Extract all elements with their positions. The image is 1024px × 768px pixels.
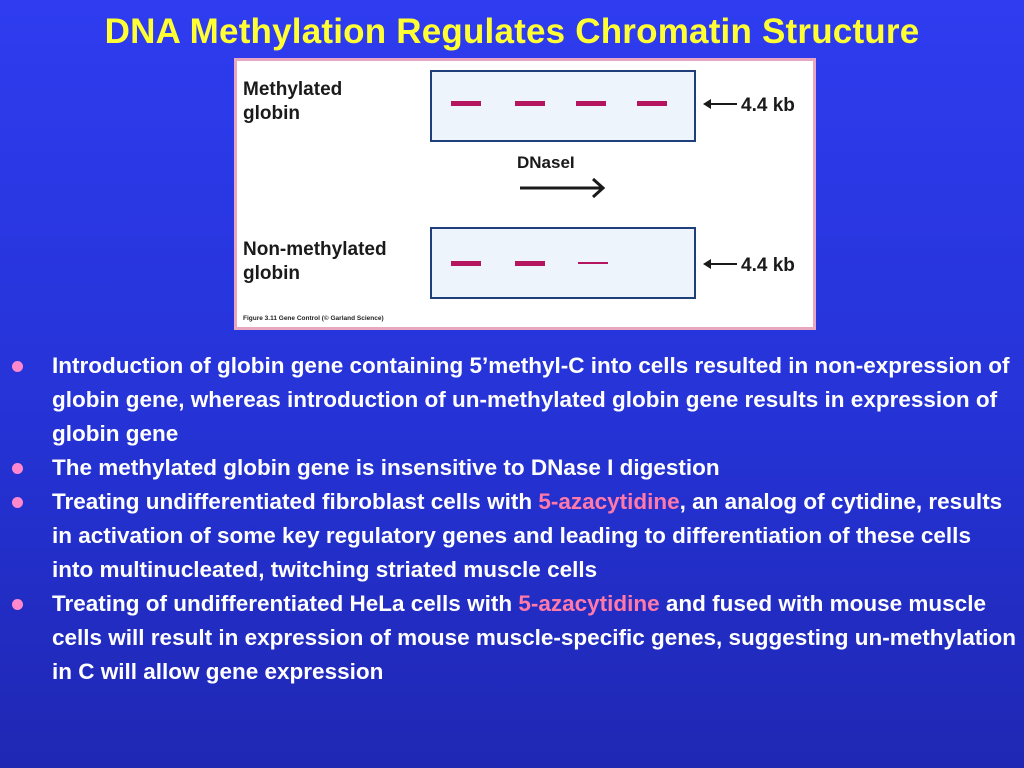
dnase-gel-figure: Methylated globin 4.4 kb DNaseI Non-meth…	[234, 58, 816, 330]
gel-band	[515, 101, 545, 106]
bullet-item: Treating undifferentiated fibroblast cel…	[12, 485, 1016, 587]
gel-band	[451, 101, 481, 106]
bullet-text-before: Treating of undifferentiated HeLa cells …	[52, 591, 519, 616]
bands-nonmethylated	[451, 261, 608, 266]
highlight-term: 5-azacytidine	[518, 591, 660, 616]
bottom-label-line2: globin	[243, 263, 300, 284]
top-label-line1: Methylated	[243, 79, 342, 100]
top-label-line2: globin	[243, 103, 300, 124]
bullet-dot-icon	[12, 497, 23, 508]
bullet-text-after: and fused with mouse muscle cells will r…	[52, 591, 1016, 684]
size-label-bottom: 4.4 kb	[741, 255, 795, 276]
bullet-dot-icon	[12, 463, 23, 474]
bullet-dot-icon	[12, 361, 23, 372]
size-label-top: 4.4 kb	[741, 95, 795, 116]
gel-band	[451, 261, 481, 266]
enzyme-label: DNaseI	[517, 153, 575, 172]
bullet-text-after: , an analog of cytidine, results in acti…	[52, 489, 1003, 582]
gel-band	[576, 101, 606, 106]
gel-band-faint	[578, 262, 608, 264]
left-arrow-icon	[703, 259, 711, 269]
bullet-text-before: Treating undifferentiated fibroblast cel…	[52, 489, 539, 514]
gel-band	[515, 261, 545, 266]
gel-diagram: Methylated globin 4.4 kb DNaseI Non-meth…	[243, 70, 795, 322]
right-arrow-icon	[520, 177, 606, 199]
bullet-item: The methylated globin gene is insensitiv…	[12, 451, 1016, 485]
bullet-dot-icon	[12, 599, 23, 610]
bullet-item: Treating of undifferentiated HeLa cells …	[12, 587, 1016, 689]
left-arrow-icon	[703, 99, 711, 109]
size-marker-top: 4.4 kb	[703, 95, 795, 116]
size-marker-bottom: 4.4 kb	[703, 255, 795, 276]
bullet-text: Introduction of globin gene containing 5…	[52, 353, 1010, 446]
bullet-list: Introduction of globin gene containing 5…	[12, 349, 1016, 689]
slide-title: DNA Methylation Regulates Chromatin Stru…	[104, 12, 920, 51]
bullet-item: Introduction of globin gene containing 5…	[12, 349, 1016, 451]
bullet-text: The methylated globin gene is insensitiv…	[52, 455, 720, 480]
gel-band	[637, 101, 667, 106]
gel-lane-nonmethylated	[430, 227, 696, 299]
bottom-label-line1: Non-methylated	[243, 239, 387, 260]
figure-caption: Figure 3.11 Gene Control (© Garland Scie…	[243, 314, 384, 322]
highlight-term: 5-azacytidine	[538, 489, 680, 514]
bands-methylated	[451, 101, 667, 106]
